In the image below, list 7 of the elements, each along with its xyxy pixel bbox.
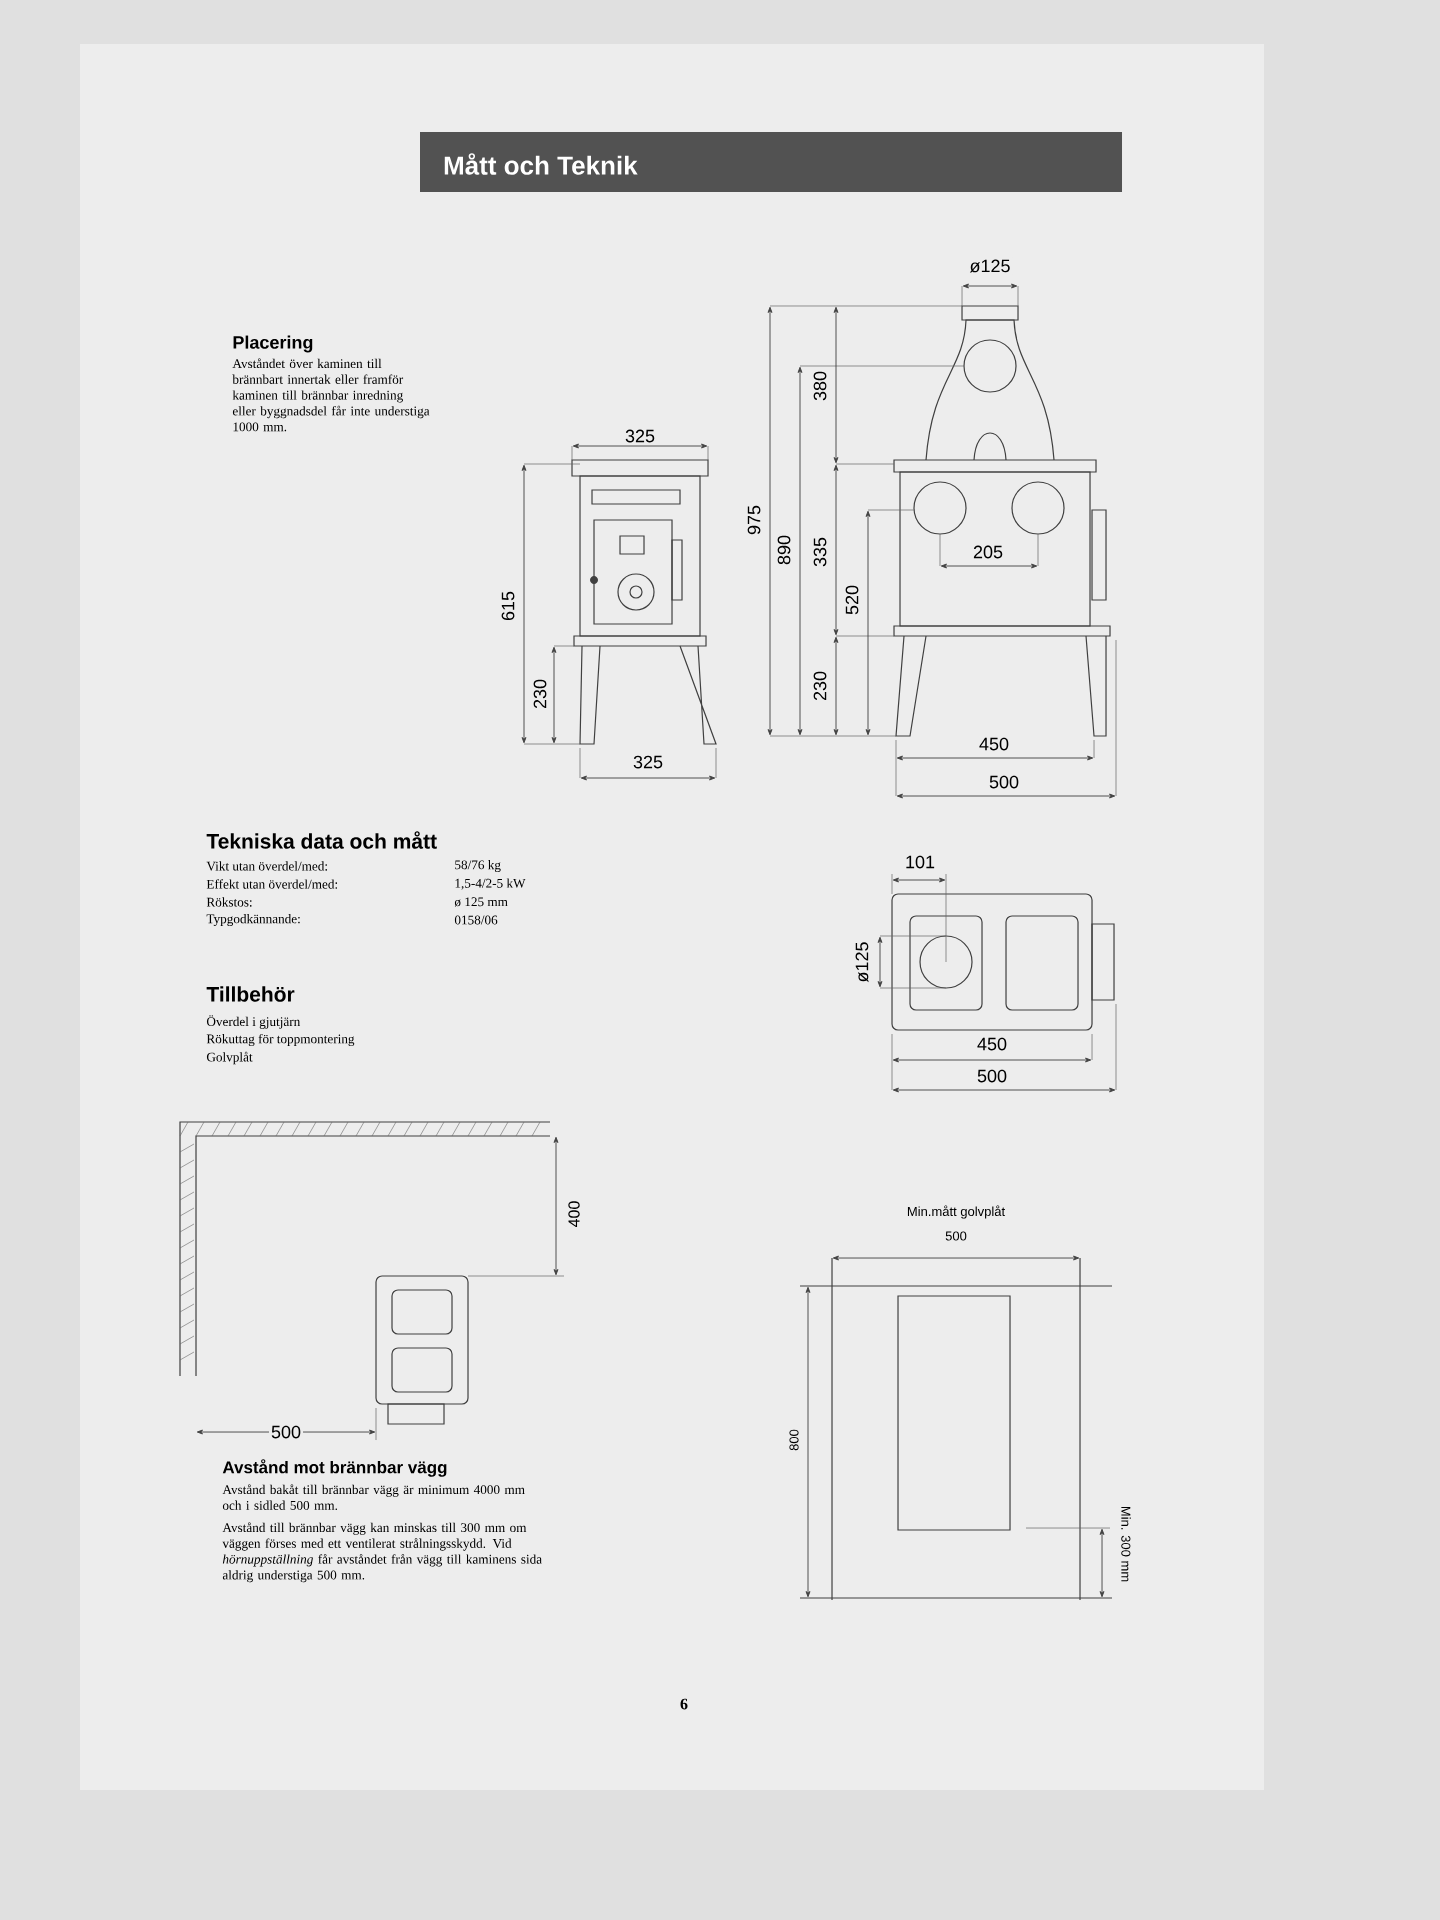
section-heading: Placering bbox=[233, 335, 313, 353]
title-band: Mått och Teknik bbox=[420, 132, 1122, 192]
page-number: 6 bbox=[680, 1698, 688, 1710]
section-heading: Tillbehör bbox=[206, 986, 295, 1002]
dimension-value: 400 bbox=[566, 1198, 582, 1230]
section-heading: Tekniska data och mått bbox=[206, 831, 437, 849]
section-heading: Avstånd mot brännbar vägg bbox=[222, 1459, 447, 1477]
